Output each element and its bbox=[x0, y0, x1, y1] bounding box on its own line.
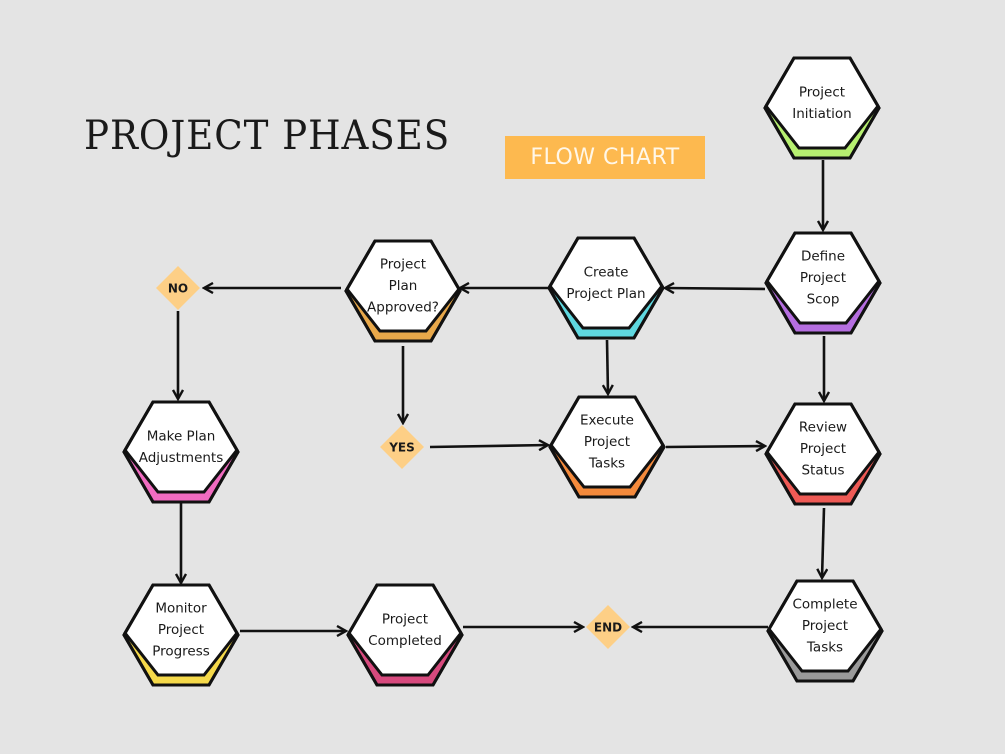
node-label: Project Plan bbox=[566, 286, 645, 302]
decision-no: NO bbox=[156, 266, 200, 310]
arrow-define-to-create bbox=[665, 288, 766, 289]
node-label: Adjustments bbox=[139, 450, 224, 466]
node-label: Project bbox=[799, 84, 845, 100]
arrow-review-to-complete bbox=[822, 507, 824, 578]
hexagon-outline bbox=[122, 400, 240, 504]
node-label: Project bbox=[380, 257, 426, 273]
connector-arrows bbox=[178, 160, 824, 631]
node-label: Tasks bbox=[588, 456, 625, 472]
hexagon-outline bbox=[548, 395, 666, 499]
decision-label: NO bbox=[168, 282, 188, 296]
hexagon-outline bbox=[763, 56, 881, 160]
node-label: Tasks bbox=[806, 640, 843, 656]
diamond-shape bbox=[380, 425, 424, 469]
node-label: Project bbox=[158, 622, 204, 638]
node-label: Execute bbox=[580, 413, 634, 429]
node-label: Project bbox=[800, 441, 846, 457]
node-label: Completed bbox=[368, 633, 442, 649]
decision-yes: YES bbox=[380, 425, 424, 469]
node-label: Project bbox=[584, 434, 630, 450]
node-label: Project bbox=[802, 618, 848, 634]
node-label: Initiation bbox=[792, 106, 851, 122]
hexagon-outline bbox=[344, 239, 462, 343]
node-label: Review bbox=[799, 420, 847, 436]
node-label: Complete bbox=[792, 597, 857, 613]
node-label: Make Plan bbox=[147, 428, 216, 444]
hexagon-outline bbox=[764, 231, 882, 335]
node-label: Approved? bbox=[367, 300, 439, 316]
decision-label: END bbox=[594, 621, 622, 635]
node-label: Plan bbox=[389, 278, 418, 294]
decision-label: YES bbox=[388, 441, 415, 455]
diamond-shape bbox=[156, 266, 200, 310]
flow-chart-badge: FLOW CHART bbox=[505, 136, 705, 179]
hexagon-outline bbox=[346, 583, 464, 687]
hexagon-outline bbox=[766, 579, 884, 683]
page-title: PROJECT PHASES bbox=[84, 113, 451, 159]
diamond-shape bbox=[586, 605, 630, 649]
decision-end: END bbox=[586, 605, 630, 649]
node-label: Status bbox=[801, 463, 844, 479]
node-label: Monitor bbox=[155, 601, 207, 617]
node-label: Progress bbox=[152, 644, 210, 660]
node-label: Define bbox=[801, 249, 845, 265]
hexagon-outline bbox=[122, 583, 240, 687]
arrow-yes-to-execute bbox=[429, 445, 548, 447]
node-label: Create bbox=[584, 264, 629, 280]
arrow-create-to-execute bbox=[607, 339, 608, 394]
hexagon-outline bbox=[547, 236, 665, 340]
node-label: Project bbox=[382, 611, 428, 627]
node-label: Scop bbox=[807, 292, 840, 308]
hexagon-outline bbox=[764, 402, 882, 506]
arrow-execute-to-review bbox=[665, 446, 765, 447]
node-label: Project bbox=[800, 270, 846, 286]
